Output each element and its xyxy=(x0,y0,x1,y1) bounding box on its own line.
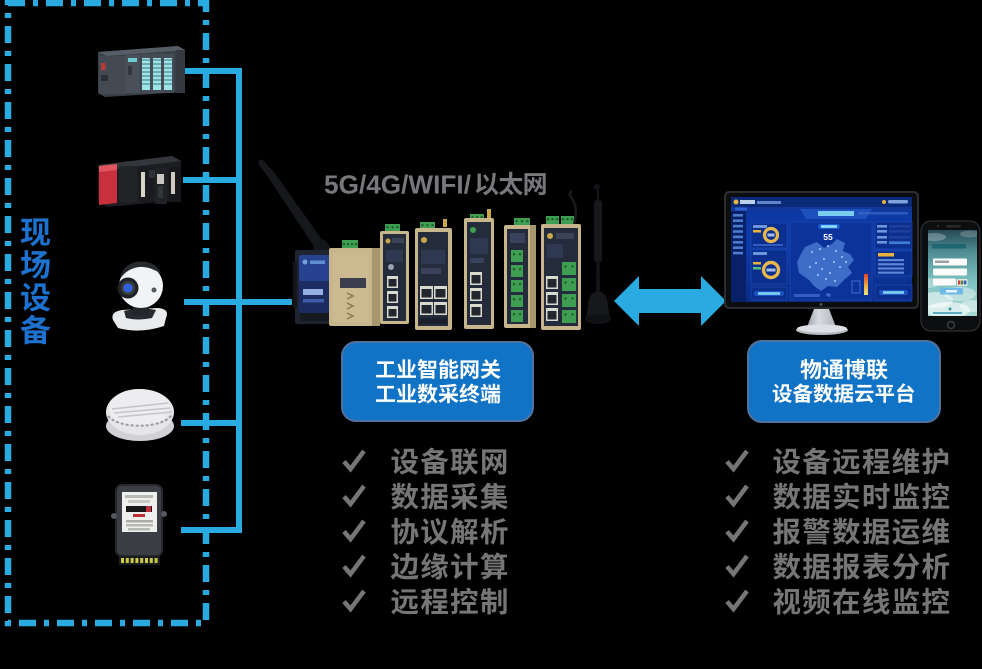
svg-text:55: 55 xyxy=(823,232,833,242)
svg-text:5G/4G/WIFI/: 5G/4G/WIFI/ xyxy=(324,170,471,200)
